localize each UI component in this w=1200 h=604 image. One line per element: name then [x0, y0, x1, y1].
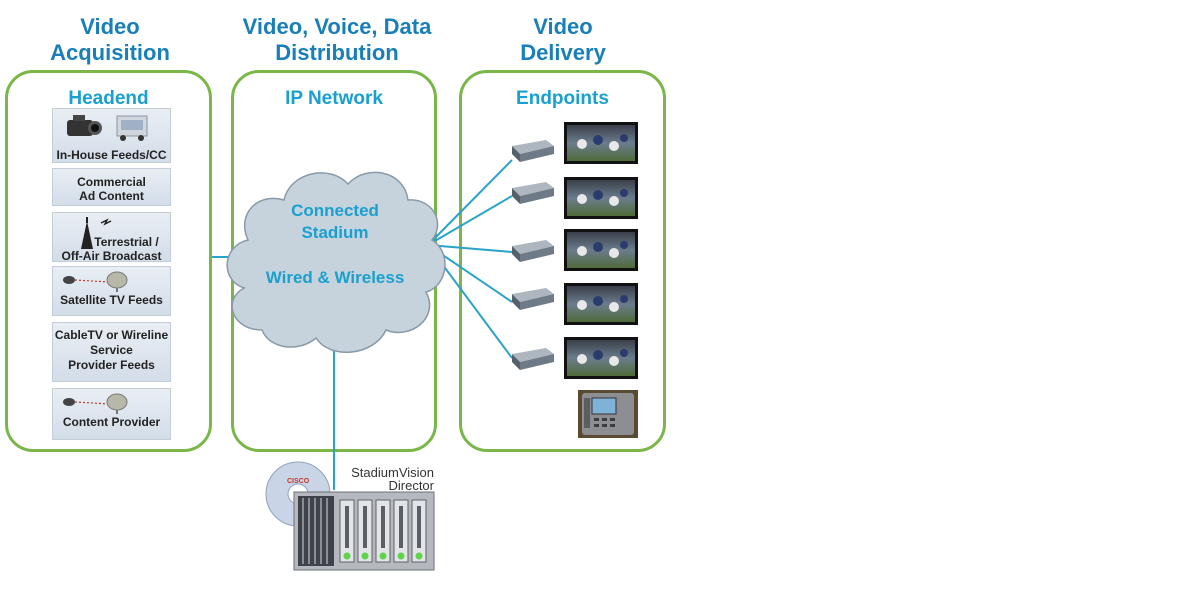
satellite-dish-icon: [61, 270, 131, 292]
display-icon: [564, 177, 638, 219]
satellite-dish-icon: [61, 392, 131, 414]
display-icon: [564, 337, 638, 379]
connected-stadium-cloud: [226, 171, 446, 353]
set-top-box-icon: [512, 140, 554, 162]
feed-terrestrial-line2: Off-Air Broadcast: [61, 249, 162, 263]
cloud-label-line2: Stadium: [301, 223, 369, 242]
feed-commercial-line2: Ad Content: [79, 189, 144, 203]
set-top-box-icon: [512, 288, 554, 310]
feed-cable-line2: Service: [90, 343, 133, 357]
display-icon: [564, 283, 638, 325]
server-label-line1: StadiumVision: [351, 465, 434, 480]
distribution-title-line1: Video, Voice, Data: [242, 14, 432, 39]
endpoint-link: [427, 195, 513, 246]
set-top-box-icon: [512, 348, 554, 370]
acquisition-title-line1: Video: [80, 14, 140, 39]
delivery-title-line1: Video: [533, 14, 593, 39]
feed-in-house-label: In-House Feeds/CC: [56, 148, 167, 162]
display-icon: [564, 229, 638, 271]
set-top-box-icon: [512, 240, 554, 262]
cisco-logo: CISCO: [287, 478, 310, 485]
distribution-title: Video, Voice, Data Distribution: [222, 14, 452, 66]
endpoint-link: [427, 244, 513, 253]
delivery-title-line2: Delivery: [520, 40, 606, 65]
endpoints-title: Endpoints: [516, 88, 609, 109]
feed-in-house: In-House Feeds/CC: [52, 108, 171, 163]
headend-title: Headend: [68, 88, 149, 109]
delivery-title: Video Delivery: [478, 14, 648, 66]
displays: [564, 122, 638, 379]
acquisition-title: Video Acquisition: [20, 14, 200, 66]
feed-terrestrial-line1: Terrestrial /: [94, 235, 159, 249]
distribution-title-line2: Distribution: [275, 40, 399, 65]
server-label-line2: Director: [388, 478, 434, 493]
cloud-label-line1: Connected: [291, 201, 379, 220]
feed-commercial: Commercial Ad Content: [52, 168, 171, 206]
ip-network-title: IP Network: [285, 88, 383, 109]
server-label: StadiumVision Director: [330, 466, 434, 492]
feed-cable-line1: CableTV or Wireline: [54, 328, 169, 342]
feed-cable-line3: Provider Feeds: [68, 358, 155, 372]
tower-icon: [77, 215, 117, 251]
feed-content-provider: Content Provider: [52, 388, 171, 440]
server-rack-icon: [293, 491, 435, 571]
acquisition-title-line2: Acquisition: [50, 40, 170, 65]
cloud-label: Connected Stadium: [250, 200, 420, 244]
feed-commercial-line1: Commercial: [77, 175, 146, 189]
endpoint-link: [427, 159, 513, 246]
feed-satellite: Satellite TV Feeds: [52, 266, 171, 316]
feed-terrestrial: Terrestrial / Off-Air Broadcast: [52, 212, 171, 263]
feed-satellite-label: Satellite TV Feeds: [60, 293, 163, 307]
set-top-boxes: [512, 140, 554, 370]
feed-content-provider-label: Content Provider: [62, 415, 161, 429]
camera-truck-icon: [65, 112, 155, 144]
display-icon: [564, 122, 638, 164]
cloud-label-wired: Wired & Wireless: [265, 268, 405, 287]
feed-cable: CableTV or Wireline Service Provider Fee…: [52, 322, 171, 382]
ip-phone-icon: [578, 390, 638, 438]
set-top-box-icon: [512, 182, 554, 204]
